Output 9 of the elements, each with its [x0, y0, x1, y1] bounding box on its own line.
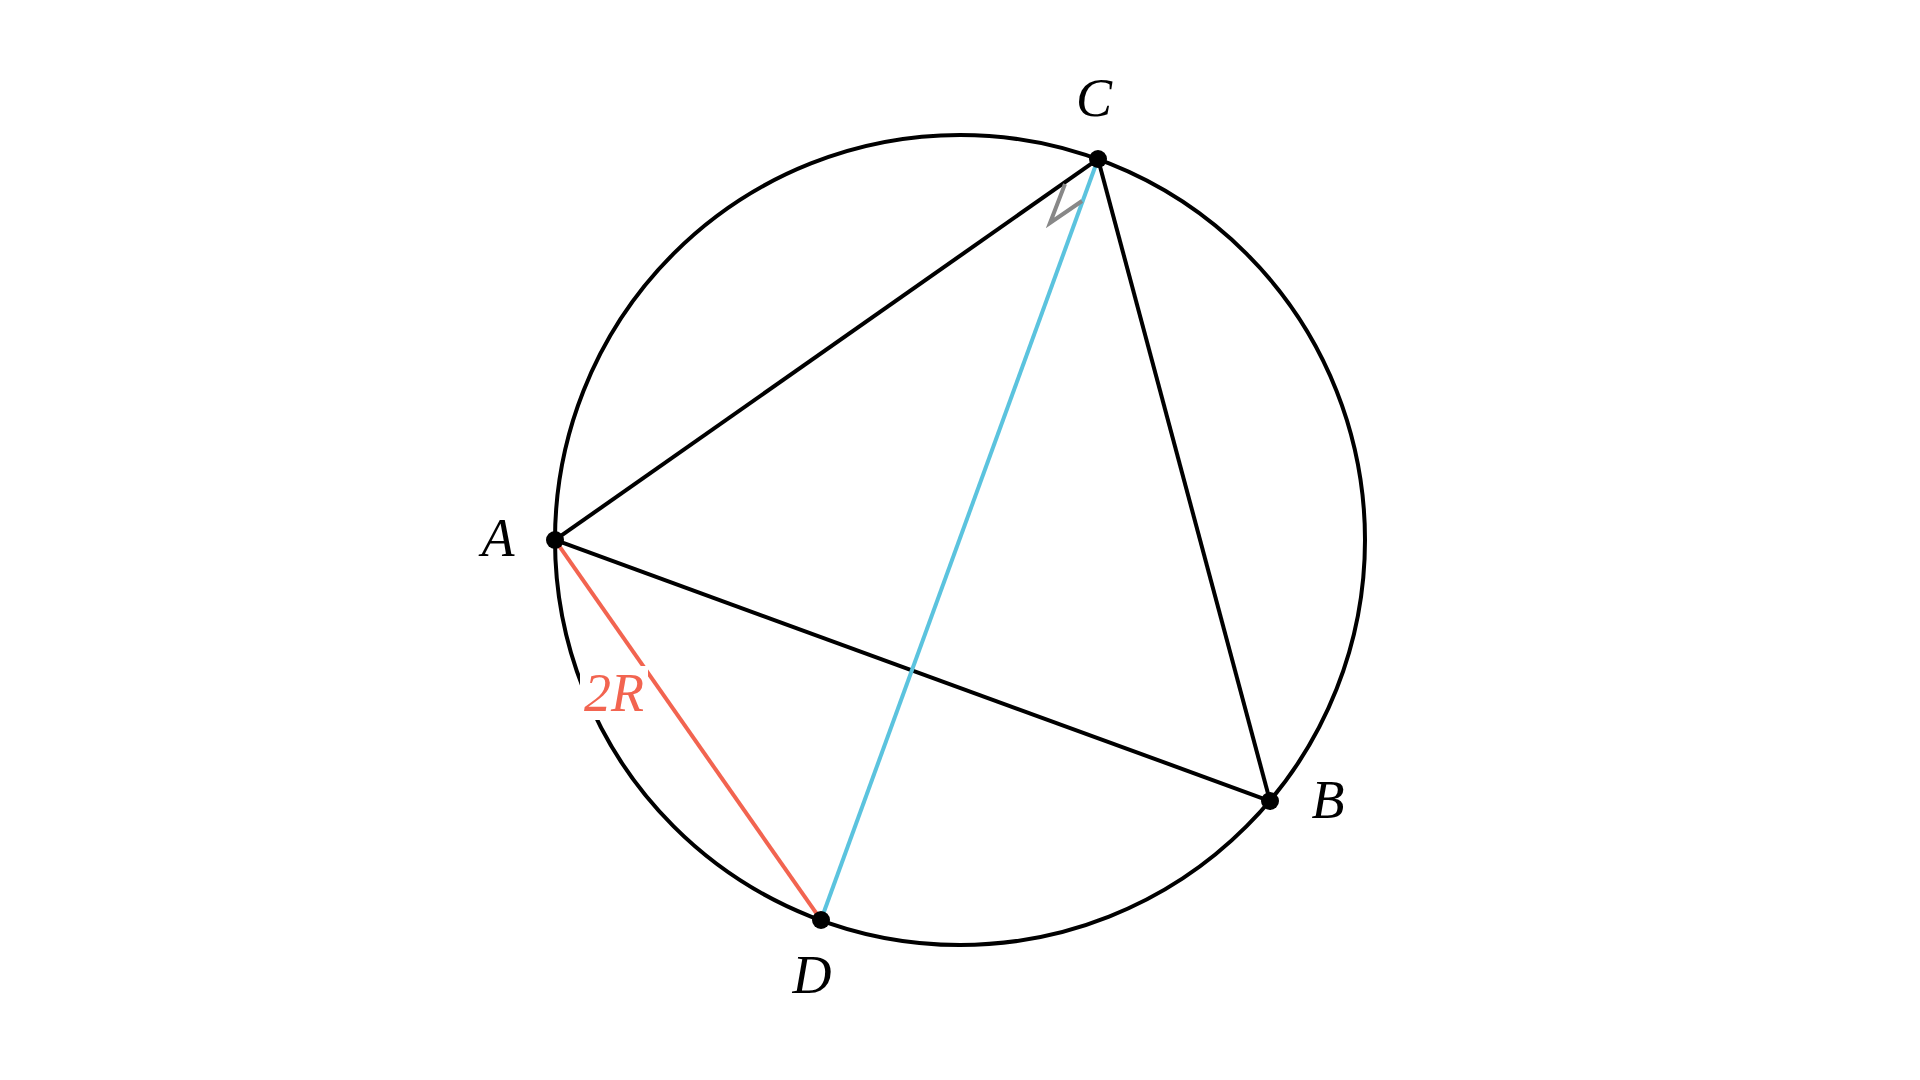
line-segment: [560, 161, 1093, 538]
line-segment: [1098, 166, 1270, 794]
edge-label: 2R: [580, 666, 648, 720]
line-segment: [821, 165, 1098, 914]
vertex-label: C: [1076, 71, 1112, 125]
vertex-label: D: [792, 948, 832, 1002]
line-segment: [561, 540, 1264, 801]
vertex-label: B: [1311, 773, 1345, 827]
line-segment: [557, 545, 819, 915]
